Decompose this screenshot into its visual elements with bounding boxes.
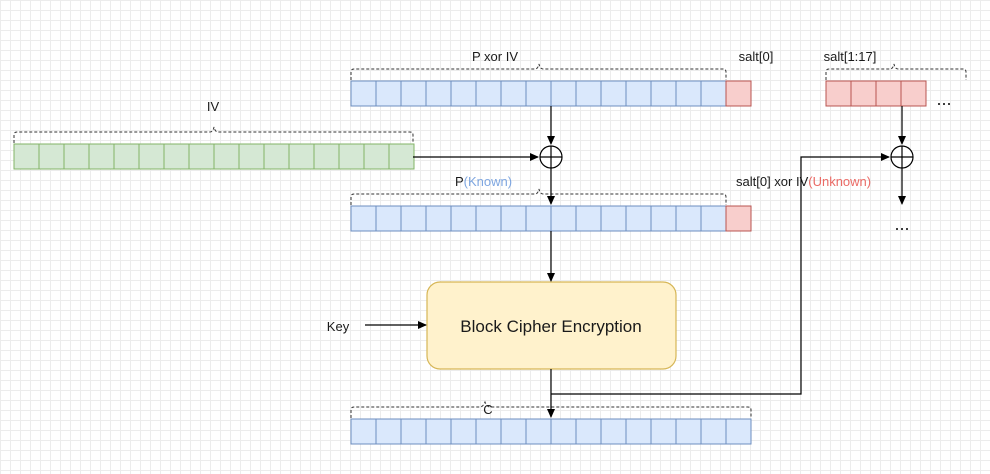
iv-byte-cell: [88, 143, 115, 170]
salt-byte-cell: [875, 80, 902, 107]
byte-cell: [450, 205, 477, 232]
output-more-ellipsis: ...: [894, 214, 909, 234]
byte-cell: [550, 205, 577, 232]
cipher-byte-cell: [525, 418, 552, 445]
iv-byte-cell: [338, 143, 365, 170]
byte-cell: [625, 205, 652, 232]
iv-byte-cell: [213, 143, 240, 170]
byte-cell: [700, 80, 727, 107]
iv-byte-cell: [288, 143, 315, 170]
xor-icon-right: [890, 145, 914, 169]
salt-byte-cell: [725, 80, 752, 107]
cipher-byte-cell: [350, 418, 377, 445]
c-label: C: [483, 402, 492, 417]
salt-rest-brace: [825, 63, 967, 80]
block-cipher-label: Block Cipher Encryption: [460, 317, 641, 336]
c-brace: [350, 400, 752, 418]
salt-byte-cell: [900, 80, 927, 107]
cipher-byte-cell: [375, 418, 402, 445]
iv-byte-cell: [188, 143, 215, 170]
byte-cell: [525, 205, 552, 232]
byte-cell: [575, 80, 602, 107]
iv-byte-cell: [388, 143, 415, 170]
p-brace: [350, 188, 727, 205]
salt-byte-cell: [850, 80, 877, 107]
byte-cell: [675, 80, 702, 107]
cipher-byte-cell: [500, 418, 527, 445]
byte-cell: [575, 205, 602, 232]
unknown-label: (Unknown): [808, 174, 871, 189]
byte-cell: [400, 205, 427, 232]
cipher-byte-cell: [650, 418, 677, 445]
byte-cell: [425, 80, 452, 107]
iv-brace: [13, 126, 414, 143]
iv-byte-cell: [138, 143, 165, 170]
byte-cell: [525, 80, 552, 107]
cipher-byte-cell: [425, 418, 452, 445]
byte-cell: [350, 80, 377, 107]
byte-cell: [375, 205, 402, 232]
cipher-to-xor-right-arrow: [551, 153, 890, 395]
iv-byte-cell: [363, 143, 390, 170]
xor-icon-left: [539, 145, 563, 169]
iv-byte-cell: [38, 143, 65, 170]
p-xor-iv-row: [350, 80, 727, 107]
cipher-byte-cell: [575, 418, 602, 445]
byte-cell: [375, 80, 402, 107]
salt0-xor-iv-label: salt[0] xor IV: [736, 174, 809, 189]
byte-cell: [675, 205, 702, 232]
byte-cell: [600, 80, 627, 107]
cipher-byte-cell: [400, 418, 427, 445]
ciphertext-row: [350, 418, 752, 445]
iv-byte-cell: [113, 143, 140, 170]
iv-byte-cell: [13, 143, 40, 170]
cipher-byte-cell: [675, 418, 702, 445]
byte-cell: [625, 80, 652, 107]
p-known-label: P(Known): [455, 174, 512, 189]
byte-cell: [700, 205, 727, 232]
cipher-byte-cell: [475, 418, 502, 445]
p-row: [350, 205, 727, 232]
iv-byte-cell: [238, 143, 265, 170]
cipher-byte-cell: [450, 418, 477, 445]
byte-cell: [650, 205, 677, 232]
byte-cell: [425, 205, 452, 232]
cipher-byte-cell: [600, 418, 627, 445]
salt0-label: salt[0]: [739, 49, 774, 64]
byte-cell: [500, 205, 527, 232]
salt-more-ellipsis: ...: [936, 89, 951, 109]
iv-label: IV: [207, 99, 220, 114]
iv-byte-cell: [163, 143, 190, 170]
byte-cell: [350, 205, 377, 232]
salt-rest-row: [825, 80, 927, 107]
salt-byte-cell: [725, 205, 752, 232]
p-xor-iv-label: P xor IV: [472, 49, 518, 64]
salt-rest-label: salt[1:17]: [824, 49, 877, 64]
byte-cell: [650, 80, 677, 107]
byte-cell: [600, 205, 627, 232]
byte-cell: [475, 205, 502, 232]
byte-cell: [450, 80, 477, 107]
salt-byte-cell: [825, 80, 852, 107]
byte-cell: [400, 80, 427, 107]
cipher-byte-cell: [625, 418, 652, 445]
cipher-byte-cell: [550, 418, 577, 445]
key-label: Key: [327, 319, 350, 334]
salt0-cell-top: [725, 80, 752, 107]
byte-cell: [475, 80, 502, 107]
p-label: P: [455, 174, 464, 189]
iv-row: [13, 143, 415, 170]
known-label: (Known): [464, 174, 512, 189]
cipher-byte-cell: [700, 418, 727, 445]
iv-byte-cell: [263, 143, 290, 170]
byte-cell: [550, 80, 577, 107]
salt0-xor-iv-unknown-label: salt[0] xor IV(Unknown): [736, 174, 871, 189]
salt0-xor-iv-cell: [725, 205, 752, 232]
iv-byte-cell: [313, 143, 340, 170]
byte-cell: [500, 80, 527, 107]
p-xor-iv-brace: [350, 63, 727, 80]
cipher-byte-cell: [725, 418, 752, 445]
iv-byte-cell: [63, 143, 90, 170]
